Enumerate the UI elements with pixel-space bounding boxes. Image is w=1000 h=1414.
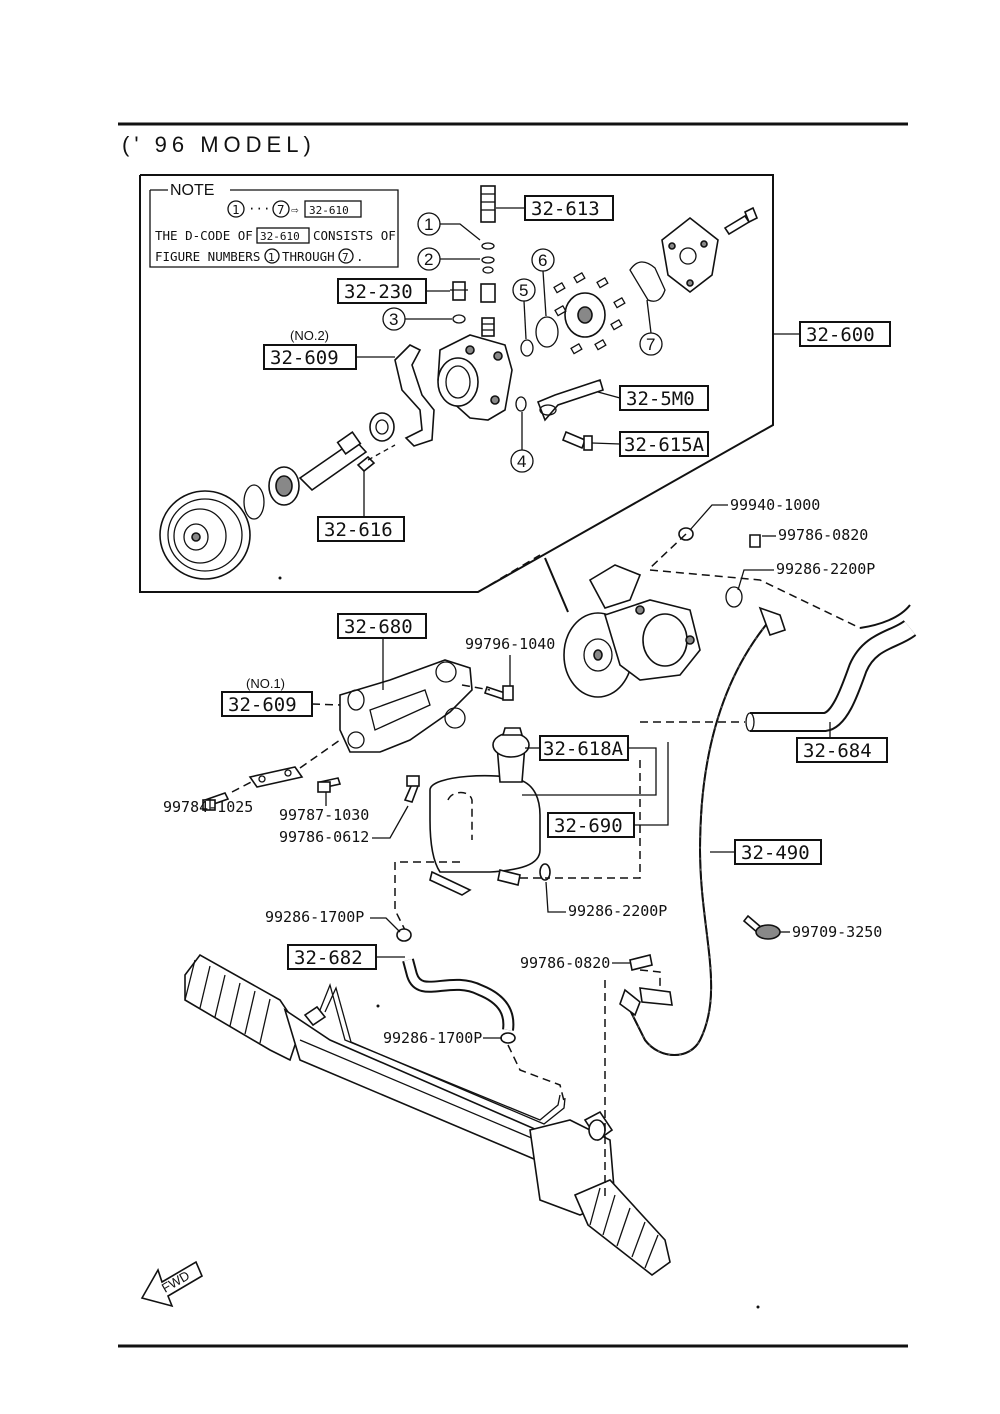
steering-gear bbox=[184, 953, 671, 1277]
code-32-230: 32-230 bbox=[337, 278, 450, 304]
pump-assembly bbox=[544, 527, 761, 698]
svg-text:32-490: 32-490 bbox=[741, 842, 810, 864]
code-32-609-no2: 32-609 bbox=[263, 344, 395, 370]
note-line2-b: THROUGH bbox=[282, 249, 335, 264]
part-number-99787-1030: 99787-1030 bbox=[279, 792, 369, 824]
callout-2: 2 bbox=[417, 247, 480, 271]
svg-text:32-609: 32-609 bbox=[270, 347, 339, 369]
note-range-sep: ··· bbox=[248, 201, 271, 216]
part-number-99286-2200P-upper: 99286-2200P bbox=[737, 560, 875, 591]
note-line1-a: THE D-CODE OF bbox=[155, 228, 253, 243]
note-line2-num1: 1 bbox=[268, 251, 275, 264]
svg-text:99786-0612: 99786-0612 bbox=[279, 828, 369, 846]
note-box: NOTE 1 ··· 7 ⇨ 32-610 THE D-CODE OF 32-6… bbox=[149, 182, 399, 268]
svg-text:32-684: 32-684 bbox=[803, 740, 872, 762]
svg-text:99286-1700P: 99286-1700P bbox=[383, 1029, 482, 1047]
callout-4: 4 bbox=[510, 412, 534, 473]
svg-text:32-616: 32-616 bbox=[324, 519, 393, 541]
svg-text:7: 7 bbox=[646, 335, 655, 354]
callout-7: 7 bbox=[639, 299, 663, 356]
part-number-99940-1000: 99940-1000 bbox=[689, 496, 820, 531]
part-number-99786-0820-lower: 99786-0820 bbox=[520, 954, 630, 972]
svg-text:99784-1025: 99784-1025 bbox=[163, 798, 253, 816]
part-number-99784-1025: 99784-1025 bbox=[163, 798, 253, 816]
svg-text:3: 3 bbox=[389, 310, 398, 329]
svg-text:99709-3250: 99709-3250 bbox=[792, 923, 882, 941]
code-32-490: 32-490 bbox=[710, 839, 822, 865]
svg-text:2: 2 bbox=[424, 250, 433, 269]
fwd-arrow: FWD bbox=[140, 1260, 204, 1308]
svg-text:5: 5 bbox=[519, 281, 528, 300]
part-number-99786-0612: 99786-0612 bbox=[279, 805, 409, 846]
svg-text:32-230: 32-230 bbox=[344, 281, 413, 303]
reservoir bbox=[429, 727, 541, 896]
exploded-view-frame bbox=[139, 174, 774, 593]
part-number-99286-2200P-lower: 99286-2200P bbox=[545, 881, 667, 920]
svg-text:4: 4 bbox=[517, 452, 526, 471]
svg-text:99286-2200P: 99286-2200P bbox=[776, 560, 875, 578]
note-line1-b: CONSISTS OF bbox=[313, 228, 396, 243]
qualifier-no2: (NO.2) bbox=[290, 328, 329, 343]
svg-text:99786-0820: 99786-0820 bbox=[778, 526, 868, 544]
svg-text:99796-1040: 99796-1040 bbox=[465, 635, 555, 653]
svg-text:1: 1 bbox=[424, 215, 433, 234]
part-number-99709-3250: 99709-3250 bbox=[780, 923, 882, 941]
svg-text:32-680: 32-680 bbox=[344, 616, 413, 638]
svg-text:32-5M0: 32-5M0 bbox=[626, 388, 695, 410]
callout-3: 3 bbox=[382, 307, 452, 331]
note-range-from: 1 bbox=[232, 202, 240, 217]
note-range-to: 7 bbox=[277, 202, 285, 217]
svg-text:32-618A: 32-618A bbox=[543, 738, 624, 760]
part-number-99286-1700P-upper: 99286-1700P bbox=[265, 908, 401, 933]
code-32-690: 32-690 bbox=[547, 742, 669, 838]
note-line2-end: . bbox=[356, 249, 364, 264]
code-32-615A: 32-615A bbox=[591, 431, 709, 457]
callout-1: 1 bbox=[417, 212, 481, 241]
code-32-684: 32-684 bbox=[796, 722, 888, 763]
pump-exploded-parts bbox=[159, 185, 759, 580]
svg-text:99786-0820: 99786-0820 bbox=[520, 954, 610, 972]
code-32-613: 32-613 bbox=[496, 195, 614, 221]
svg-text:99940-1000: 99940-1000 bbox=[730, 496, 820, 514]
page-title: (' 96 MODEL) bbox=[122, 132, 316, 157]
code-32-680: 32-680 bbox=[337, 613, 427, 690]
svg-text:99286-1700P: 99286-1700P bbox=[265, 908, 364, 926]
svg-text:32-609: 32-609 bbox=[228, 694, 297, 716]
svg-text:32-682: 32-682 bbox=[294, 947, 363, 969]
code-32-5M0: 32-5M0 bbox=[597, 385, 709, 411]
note-line1-code: 32-610 bbox=[260, 230, 300, 243]
code-32-616: 32-616 bbox=[317, 470, 405, 542]
qualifier-no1: (NO.1) bbox=[246, 676, 285, 691]
code-32-618A: 32-618A bbox=[522, 735, 657, 796]
part-number-99796-1040: 99796-1040 bbox=[465, 635, 555, 686]
svg-text:32-690: 32-690 bbox=[554, 815, 623, 837]
svg-text:32-600: 32-600 bbox=[806, 324, 875, 346]
callout-5: 5 bbox=[512, 278, 536, 340]
part-number-99286-1700P-lower: 99286-1700P bbox=[383, 1029, 502, 1047]
note-line2-num2: 7 bbox=[342, 251, 349, 264]
note-arrow: ⇨ bbox=[291, 202, 299, 217]
svg-text:32-613: 32-613 bbox=[531, 198, 600, 220]
code-32-682: 32-682 bbox=[287, 944, 405, 970]
note-heading: NOTE bbox=[170, 182, 214, 199]
svg-text:6: 6 bbox=[538, 251, 547, 270]
svg-text:99787-1030: 99787-1030 bbox=[279, 806, 369, 824]
svg-text:99286-2200P: 99286-2200P bbox=[568, 902, 667, 920]
code-32-609-no1: 32-609 bbox=[221, 691, 341, 717]
callout-6: 6 bbox=[531, 248, 555, 317]
note-line2-a: FIGURE NUMBERS bbox=[155, 249, 260, 264]
code-32-600: 32-600 bbox=[773, 321, 891, 347]
bracket-32-680 bbox=[339, 659, 473, 753]
svg-text:32-615A: 32-615A bbox=[624, 434, 705, 456]
part-number-99786-0820-upper: 99786-0820 bbox=[762, 526, 868, 544]
note-range-code: 32-610 bbox=[309, 204, 349, 217]
